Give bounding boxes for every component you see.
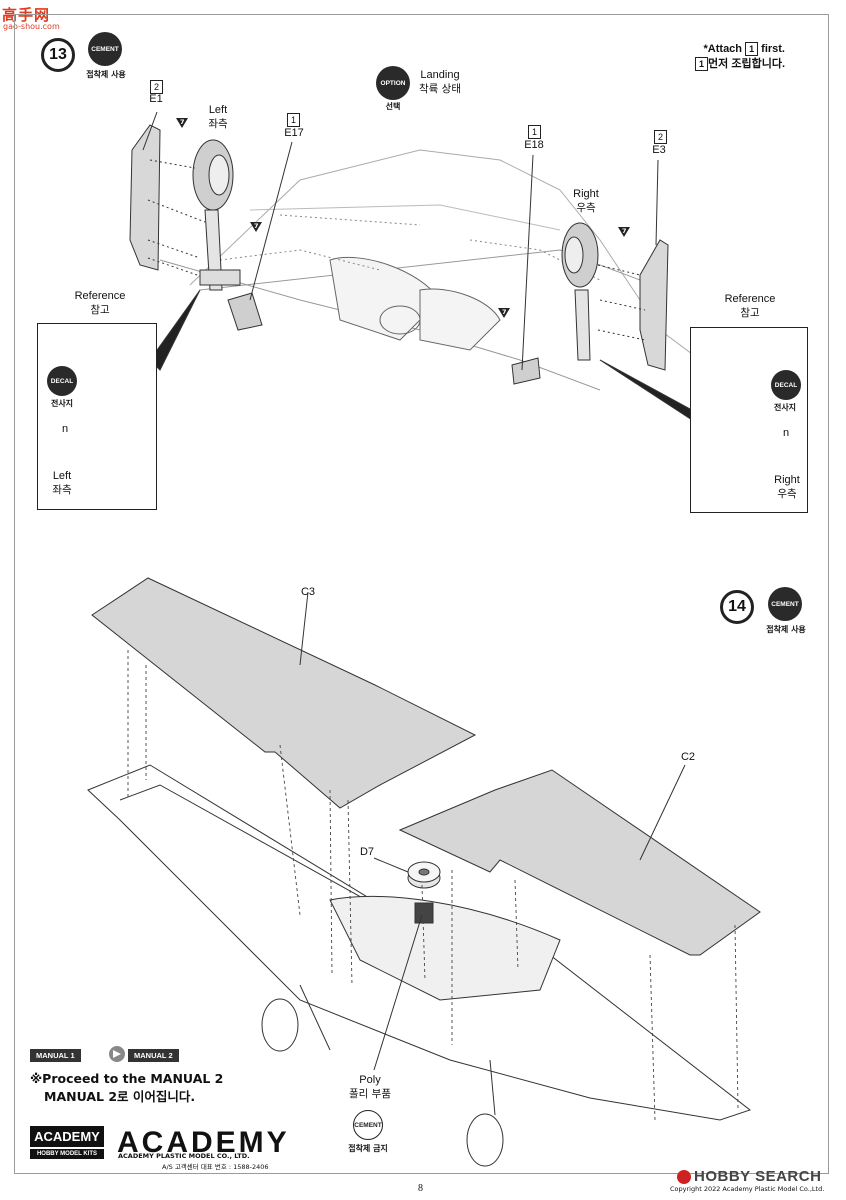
cement-caption-14: 접착제 사용: [766, 625, 806, 634]
academy-logo-box: ACADEMY HOBBY MODEL KITS: [30, 1126, 104, 1159]
landing-label-ko: 착륙 상태: [419, 83, 461, 95]
cement-badge-14: CEMENT: [768, 587, 802, 621]
copyright: Copyright 2022 Academy Plastic Model Co.…: [670, 1185, 825, 1193]
company-name: ACADEMY PLASTIC MODEL CO., LTD.: [118, 1152, 250, 1160]
page-frame: [14, 14, 829, 1174]
decal-badge-right: DECAL: [771, 370, 801, 400]
hobbysearch-logo: HOBBY SEARCH: [677, 1166, 821, 1185]
ref-left-side-en: Left: [52, 470, 72, 482]
part-c3-label: C3: [300, 586, 316, 598]
option-caption: 선택: [385, 102, 401, 111]
landing-label-en: Landing: [420, 69, 460, 81]
step-number-13: 13: [41, 38, 75, 72]
ref-right-title-ko: 참고: [740, 307, 760, 319]
glue-marker-3: 7: [502, 308, 507, 316]
reference-box-left: DECAL 전사지 n Left 좌측: [37, 323, 157, 510]
no-cement-badge: CEMENT: [353, 1110, 383, 1140]
part-e18-label: E18: [524, 139, 544, 151]
hobbysearch-text: HOBBY SEARCH: [694, 1168, 822, 1185]
note-ref-box: 1: [745, 42, 759, 56]
ref-right-title-en: Reference: [724, 293, 776, 305]
note-line1-prefix: *Attach: [703, 43, 743, 55]
reference-box-right: DECAL 전사지 n Right 우측: [690, 327, 808, 513]
part-e17-label: E17: [284, 127, 304, 139]
watermark-site-url: gao-shou.com: [3, 22, 60, 31]
proceed-ko: MANUAL 2로 이어집니다.: [44, 1089, 196, 1104]
decal-badge-left: DECAL: [47, 366, 77, 396]
right-label-en: Right: [573, 188, 599, 200]
poly-label-en: Poly: [359, 1074, 381, 1086]
academy-logo-bottom: HOBBY MODEL KITS: [30, 1149, 104, 1159]
part-e18-order: 1: [528, 120, 541, 139]
ref-right-side-en: Right: [774, 474, 800, 486]
part-d7-label: D7: [359, 846, 375, 858]
ref-left-title-ko: 참고: [90, 304, 110, 316]
part-e1-label: E1: [149, 93, 163, 105]
watermark-site-name: 高手网: [2, 6, 51, 24]
poly-label-ko: 폴리 부품: [349, 1088, 391, 1100]
decal-caption-left: 전사지: [50, 399, 74, 408]
glue-marker-1: 7: [180, 118, 185, 126]
page-number: 8: [418, 1183, 423, 1194]
part-c2-label: C2: [680, 751, 696, 763]
no-cement-caption: 접착제 금지: [348, 1144, 388, 1153]
ref-right-side-ko: 우측: [777, 488, 797, 500]
proceed-en: ※Proceed to the MANUAL 2: [30, 1071, 224, 1086]
step-number-14: 14: [720, 590, 754, 624]
decal-caption-right: 전사지: [773, 403, 797, 412]
right-label-ko: 우측: [576, 202, 596, 214]
left-label-ko: 좌측: [208, 118, 228, 130]
part-e17-order: 1: [287, 108, 300, 127]
marker-n-right: n: [782, 427, 790, 439]
ref-left-side-ko: 좌측: [52, 484, 72, 496]
cement-caption: 접착제 사용: [86, 70, 126, 79]
cement-badge: CEMENT: [88, 32, 122, 66]
ref-left-title-en: Reference: [74, 290, 126, 302]
part-e3-order: 2: [654, 125, 667, 144]
manual-to-bar: MANUAL 2: [128, 1049, 179, 1062]
manual-from-bar: MANUAL 1: [30, 1049, 81, 1062]
academy-wordmark: ACADEMY: [117, 1126, 290, 1159]
marker-n-left: n: [61, 423, 69, 435]
glue-marker-4: 7: [622, 227, 627, 235]
part-e1-order: 2: [150, 75, 163, 94]
note-line2-suffix: 먼저 조립합니다.: [708, 58, 785, 70]
note-ref-box-2: 1: [695, 57, 709, 71]
glue-marker-2: 7: [254, 222, 259, 230]
option-badge: OPTION: [376, 66, 410, 100]
academy-logo-top: ACADEMY: [30, 1126, 104, 1147]
hobbysearch-icon: [677, 1169, 691, 1184]
part-e3-label: E3: [652, 144, 666, 156]
left-label-en: Left: [208, 104, 228, 116]
note-line1-suffix: first.: [761, 43, 785, 55]
service-number: A/S 고객센터 대표 번호 : 1588-2406: [162, 1163, 269, 1171]
